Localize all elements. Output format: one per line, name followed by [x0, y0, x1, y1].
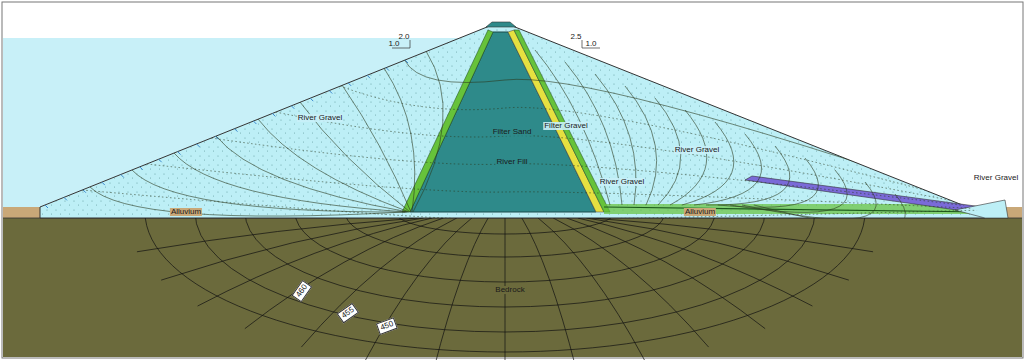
equipotential-line [174, 153, 407, 212]
slope-marker [197, 144, 200, 147]
equipotential-line [567, 218, 766, 329]
equipotential-line [245, 218, 444, 329]
equipotential-line [586, 218, 848, 280]
material-label: River Gravel [297, 114, 343, 122]
slope-ratio: 2.0 [398, 33, 409, 41]
slope-marker [253, 121, 256, 124]
equipotential-line [365, 218, 472, 360]
equipotential-line [682, 122, 734, 205]
slope-marker [310, 98, 313, 101]
slope-ratio: 1.0 [585, 40, 596, 48]
equipotential-line [434, 218, 488, 360]
equipotential-line [522, 218, 576, 360]
material-label: Bedrock [493, 286, 526, 294]
equipotential-line [342, 85, 411, 212]
slope-marker [45, 205, 48, 208]
equipotential-line [216, 136, 408, 212]
flow-line [147, 164, 985, 209]
slope-marker [348, 83, 351, 86]
slope-marker [64, 197, 67, 200]
equipotential-line [538, 218, 645, 360]
material-label: River Gravel [974, 174, 1018, 182]
material-label: River Fill [495, 158, 528, 166]
slope-ratio: 2.5 [570, 33, 581, 41]
flow-line [340, 86, 985, 206]
slope-marker [291, 106, 294, 109]
slope-marker [234, 129, 237, 132]
equipotential-line [258, 119, 409, 212]
material-label: River Gravel [599, 178, 645, 186]
equipotential-line [161, 218, 423, 280]
slope-marker [367, 75, 370, 78]
flow-line [82, 190, 985, 220]
slope-marker [121, 174, 124, 177]
slope-marker [102, 182, 105, 185]
equipotential-line [670, 110, 707, 205]
slope-marker [329, 91, 332, 94]
equipotential-line [198, 218, 433, 306]
material-label: Filter Sand [492, 128, 533, 136]
slope-marker [272, 113, 275, 116]
equipotential-line [413, 51, 443, 212]
equipotential-line [754, 194, 905, 227]
material-label: Alluvium [684, 208, 716, 216]
equipotential-line [553, 218, 708, 347]
material-label: Alluvium [170, 208, 202, 216]
equipotential-line [718, 158, 818, 207]
material-label: Filter Gravel [543, 122, 589, 130]
equipotential-line [132, 170, 406, 212]
slope-ratio: 1.0 [388, 40, 399, 48]
equipotential-line [592, 218, 873, 252]
slope-marker [159, 159, 162, 162]
slope-marker [386, 68, 389, 71]
equipotential-line [384, 68, 415, 212]
flow-line [276, 112, 985, 207]
equipotential-line [706, 146, 790, 205]
equipotential-line [694, 134, 762, 205]
equipotential-line [301, 218, 456, 347]
slope-marker [140, 167, 143, 170]
material-label: River Gravel [674, 146, 720, 154]
equipotential-line [578, 218, 813, 306]
flow-line [211, 138, 985, 208]
slope-marker [178, 152, 181, 155]
